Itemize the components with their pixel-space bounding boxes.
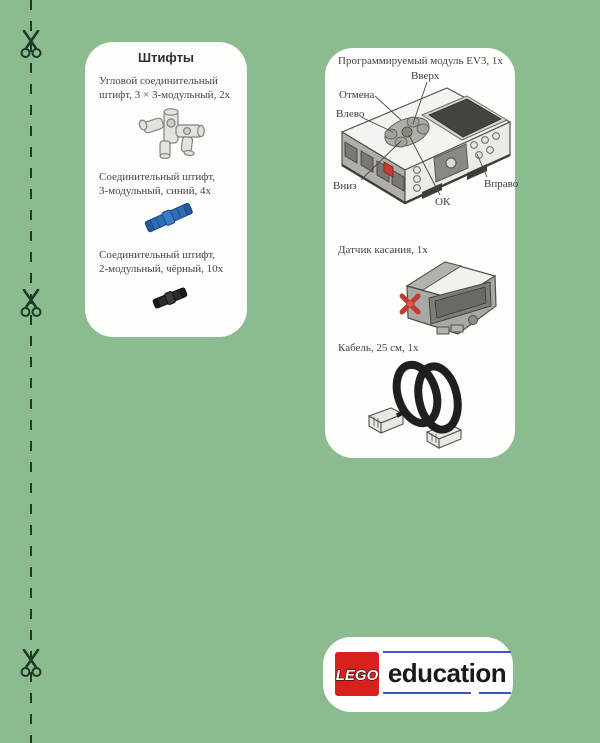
logo-bottom-line-short [479, 692, 511, 694]
ev3-card: Программируемый модуль EV3, 1x [325, 48, 519, 458]
education-wordmark: education [387, 658, 507, 688]
brick-label-down: Вниз [333, 180, 357, 192]
pin-item-label: Угловой соединительный штифт, 3 × 3-моду… [99, 74, 239, 102]
logo-bottom-line-long [383, 692, 471, 694]
touch-sensor-title: Датчик касания, 1x [338, 244, 428, 256]
brick-label-cancel: Отмена [339, 89, 375, 101]
pin-item-line: Соединительный штифт, [99, 249, 216, 261]
pin-item-line: Соединительный штифт, [99, 171, 216, 183]
scissors-icon [20, 30, 42, 58]
brick-label-left: Влево [336, 108, 365, 120]
pin-item-line: 3-модульный, синий, 4x [99, 185, 212, 197]
brick-label-ok: ОК [435, 196, 451, 208]
scissors-icon [20, 649, 42, 677]
touch-sensor-image [399, 261, 497, 335]
pin-item-line: штифт, 3 × 3-модульный, 2x [99, 89, 231, 101]
ev3-brick-title: Программируемый модуль EV3, 1x [338, 55, 503, 67]
brick-label-right: Вправо [484, 178, 519, 190]
pins-card-title: Штифты [137, 50, 195, 65]
lego-brand-text: LEGO [336, 667, 379, 684]
black-pin-image [152, 287, 188, 309]
cable-image [367, 360, 463, 449]
logo-top-line [383, 651, 511, 653]
pins-card: Штифты Угловой соединительный штифт, 3 ×… [85, 42, 247, 337]
pin-item-line: Угловой соединительный [99, 75, 218, 87]
ev3-brick-image [340, 81, 512, 205]
pin-item-label: Соединительный штифт, 2-модульный, чёрны… [99, 248, 239, 276]
lego-wordmark: LEGO [335, 667, 379, 685]
cut-line [30, 0, 32, 743]
lego-education-logo: LEGO education [323, 637, 513, 712]
angular-pin-image [138, 108, 205, 159]
cable-title: Кабель, 25 см, 1x [338, 342, 419, 354]
pin-item-label: Соединительный штифт, 3-модульный, синий… [99, 170, 239, 198]
lego-brand-square: LEGO [335, 652, 379, 696]
scissors-icon [20, 289, 42, 317]
blue-pin-image [144, 202, 193, 233]
pin-item-line: 2-модульный, чёрный, 10x [99, 263, 224, 275]
brick-label-up: Вверх [411, 70, 440, 82]
